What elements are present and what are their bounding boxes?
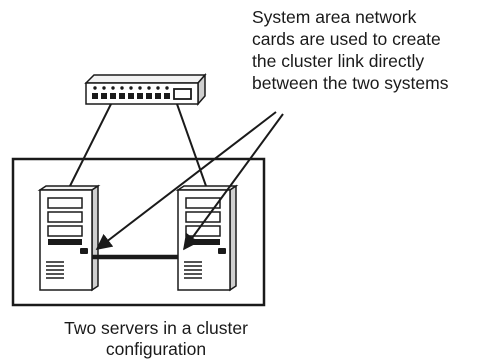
annotation-text: System area network cards are used to cr… (252, 6, 488, 94)
annotation-line: System area network (252, 7, 417, 27)
annotation-line: cards are used to create (252, 29, 441, 49)
tower-server-icon (37, 184, 101, 292)
network-switch-icon (84, 73, 207, 106)
tower-server-icon (175, 184, 239, 292)
switch-ports (92, 93, 170, 99)
caption-line: configuration (105, 339, 207, 359)
cluster-boundary (11, 157, 266, 307)
switch-port-leds (93, 86, 169, 90)
cable-to-right-server (176, 103, 207, 187)
switch-uplink-cables (69, 103, 207, 187)
annotation-arrow-left (95, 111, 277, 250)
annotation-arrow-right (183, 113, 284, 251)
caption-line: Two servers in a cluster (64, 318, 248, 338)
annotation-line: the cluster link directly (252, 51, 425, 71)
cable-to-left-server (69, 103, 112, 187)
figure-caption: Two servers in a cluster configuration (0, 318, 312, 360)
annotation-line: between the two systems (252, 73, 449, 93)
